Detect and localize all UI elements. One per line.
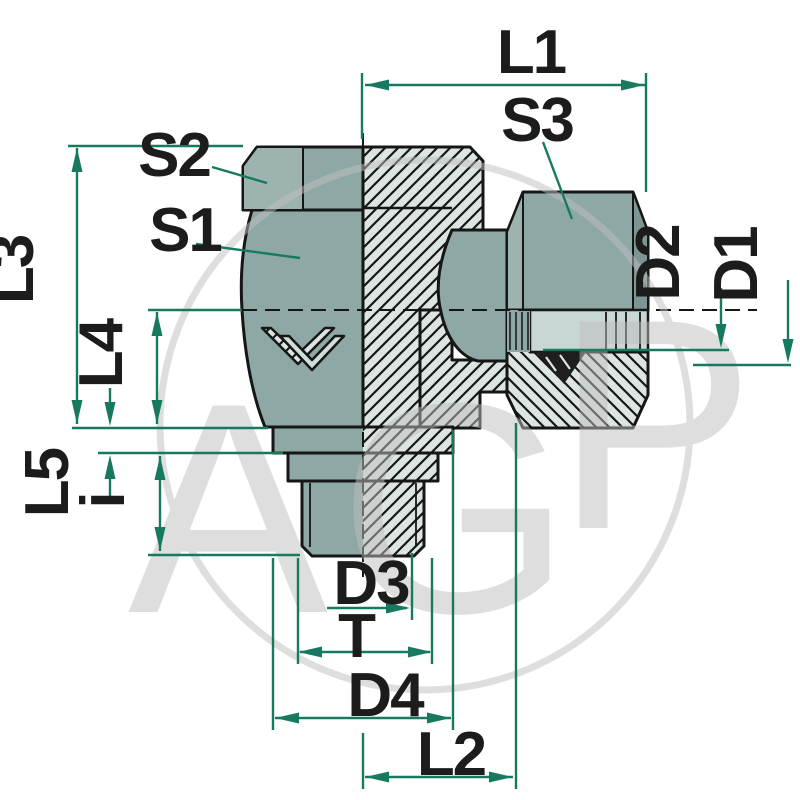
nut-s3-facet-left <box>506 191 524 311</box>
cutting-ring-highlights <box>545 354 571 372</box>
banjo-bolt-profile <box>436 228 509 363</box>
dim-label-l1: L1 <box>497 18 566 87</box>
dim-label-l2: L2 <box>417 720 485 789</box>
leader-s3 <box>541 141 574 220</box>
leader-s1 <box>195 242 301 260</box>
tube-thread-lines <box>605 312 641 350</box>
dim-label-d3: D3 <box>333 549 409 618</box>
dim-label-l4: L4 <box>67 317 136 388</box>
dim-label-l5: L5 <box>13 448 82 517</box>
bolt-thread-band <box>507 310 530 352</box>
stud-section <box>363 481 424 556</box>
leader-s2 <box>211 165 268 185</box>
dimension-labels: L1 S3 S2 S1 L3 L4 L5 i D2 D1 D3 T D4 L2 <box>0 18 771 789</box>
shoulder1-section <box>363 427 453 453</box>
tube <box>528 308 650 354</box>
dimension-lines <box>68 73 791 789</box>
body-solid <box>239 208 365 429</box>
dimension-arrowheads <box>71 79 794 783</box>
dim-label-d2: D2 <box>624 225 693 300</box>
watermark-circle <box>156 156 694 694</box>
stud-solid <box>302 481 363 556</box>
shoulder2-solid <box>288 453 363 481</box>
dim-label-s2: S2 <box>138 121 210 190</box>
dim-label-d1: D1 <box>702 227 771 303</box>
manufacturer-logo-chevrons <box>260 326 346 372</box>
dim-label-d4: D4 <box>347 661 425 730</box>
dim-label-l3: L3 <box>0 235 47 304</box>
watermark-letter-3: P <box>555 256 755 592</box>
dim-label-i: i <box>69 493 138 508</box>
dim-label-s1: S1 <box>149 196 221 265</box>
shoulder1-solid <box>273 427 363 453</box>
dim-label-s3: S3 <box>501 86 573 155</box>
stud-thread-minor-lines <box>309 483 417 547</box>
watermark-letter-1: A <box>128 340 330 676</box>
center-lines <box>242 133 757 577</box>
bolt-thread-lines <box>509 312 529 350</box>
shoulder2-section <box>363 453 438 481</box>
dim-label-t: T <box>338 602 376 671</box>
watermark-letter-2: G <box>338 340 571 676</box>
